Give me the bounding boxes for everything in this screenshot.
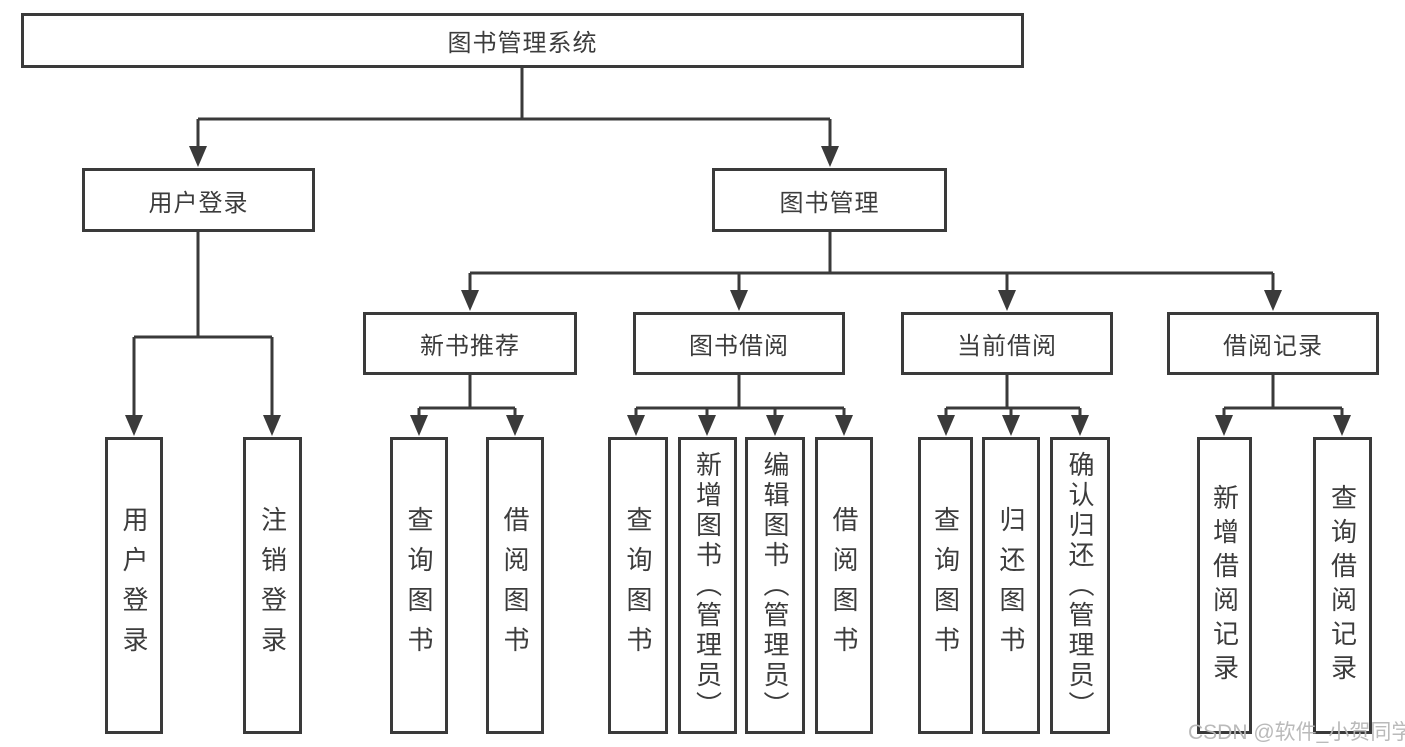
watermark: CSDN @软件_小贺同学 — [1188, 721, 1405, 744]
leaf-query-borrow-record-label: 查询借阅记录 — [1327, 483, 1358, 688]
node-book-management: 图书管理 — [712, 168, 947, 232]
leaf-user-login-label: 用户登录 — [119, 505, 149, 666]
leaf-logout: 注销登录 — [243, 437, 302, 734]
leaf-add-borrow-record: 新增借阅记录 — [1197, 437, 1252, 734]
leaf-query-book-2: 查询图书 — [608, 437, 668, 734]
leaf-query-book-1: 查询图书 — [390, 437, 448, 734]
leaf-query-book-3-label: 查询图书 — [930, 505, 961, 666]
node-current-borrow-label: 当前借阅 — [957, 333, 1057, 360]
leaf-logout-label: 注销登录 — [257, 505, 288, 666]
node-book-borrow-label: 图书借阅 — [689, 333, 789, 360]
node-root: 图书管理系统 — [21, 13, 1024, 68]
node-current-borrow: 当前借阅 — [901, 312, 1113, 375]
leaf-edit-book-label: 编辑图书（管理员） — [760, 450, 790, 721]
leaf-confirm-return-label: 确认归还（管理员） — [1065, 450, 1095, 721]
leaf-query-book-2-label: 查询图书 — [623, 505, 653, 666]
leaf-borrow-book-2-label: 借阅图书 — [829, 505, 859, 666]
node-new-book-recommend: 新书推荐 — [363, 312, 577, 375]
leaf-return-book: 归还图书 — [982, 437, 1040, 734]
node-book-management-label: 图书管理 — [779, 189, 880, 217]
leaf-borrow-book-1: 借阅图书 — [486, 437, 544, 734]
leaf-borrow-book-1-label: 借阅图书 — [500, 505, 530, 666]
node-book-borrow: 图书借阅 — [633, 312, 845, 375]
leaf-user-login: 用户登录 — [105, 437, 163, 734]
leaf-return-book-label: 归还图书 — [996, 505, 1026, 666]
node-user-login-label: 用户登录 — [148, 189, 249, 217]
leaf-edit-book: 编辑图书（管理员） — [745, 437, 805, 734]
node-borrow-record-label: 借阅记录 — [1223, 333, 1323, 360]
leaf-confirm-return: 确认归还（管理员） — [1050, 437, 1110, 734]
node-borrow-record: 借阅记录 — [1167, 312, 1379, 375]
node-user-login: 用户登录 — [82, 168, 315, 232]
leaf-borrow-book-2: 借阅图书 — [815, 437, 873, 734]
leaf-query-borrow-record: 查询借阅记录 — [1313, 437, 1372, 734]
leaf-query-book-1-label: 查询图书 — [404, 505, 434, 666]
leaf-add-borrow-record-label: 新增借阅记录 — [1209, 483, 1240, 688]
node-root-label: 图书管理系统 — [447, 30, 598, 57]
leaf-add-book: 新增图书（管理员） — [678, 437, 737, 734]
leaf-add-book-label: 新增图书（管理员） — [692, 450, 723, 721]
node-new-book-recommend-label: 新书推荐 — [420, 333, 520, 360]
leaf-query-book-3: 查询图书 — [918, 437, 973, 734]
